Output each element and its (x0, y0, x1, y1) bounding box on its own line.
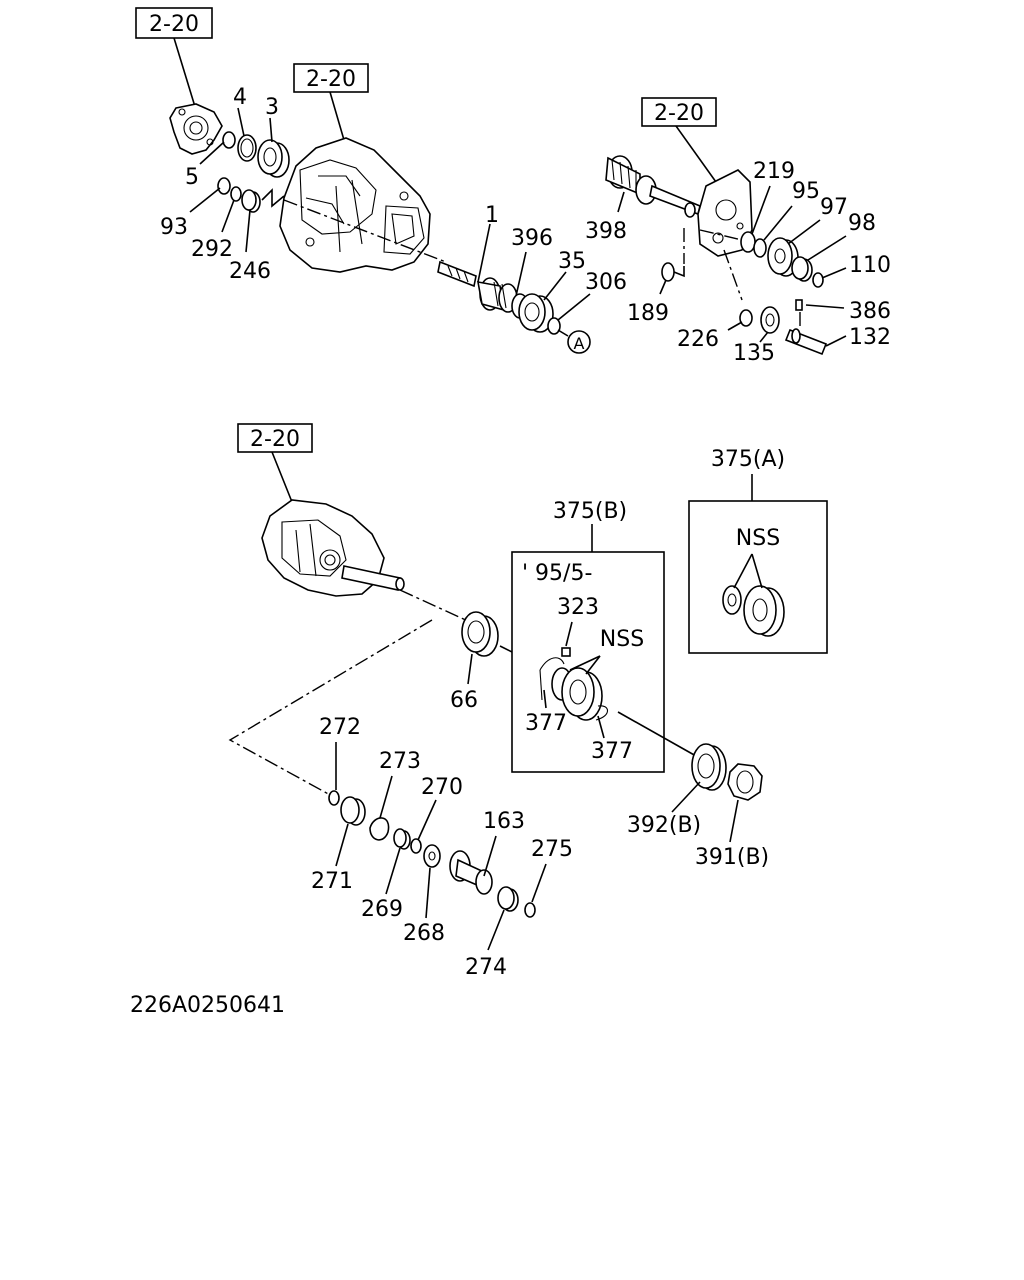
part-label-97: 97 (820, 195, 848, 220)
bearing-98-icon (791, 256, 813, 282)
callout-a-circle[interactable]: A (567, 330, 591, 354)
svg-text:2-20: 2-20 (306, 67, 356, 92)
part-label-219: 219 (753, 159, 795, 184)
part-label-386: 386 (849, 299, 891, 324)
part-label-274: 274 (465, 955, 507, 980)
part-label-269: 269 (361, 897, 403, 922)
part-label-3: 3 (265, 95, 279, 120)
part-label-375b: 375(B) (553, 499, 627, 524)
part-label-306: 306 (585, 270, 627, 295)
part-label-93: 93 (160, 215, 188, 240)
intermediate-plate-icon (697, 169, 753, 257)
snap-ring-273-icon (369, 817, 390, 841)
part-label-375a: 375(A) (711, 447, 785, 472)
bearing-271-icon (340, 796, 366, 826)
part-label-135: 135 (733, 341, 775, 366)
ring-275-icon (524, 902, 536, 918)
ring-110-icon (812, 272, 824, 288)
shaft-132-icon (784, 328, 828, 356)
synchronizer-assembly-icon (539, 647, 609, 721)
gear-163-icon (449, 850, 493, 895)
gear-66-icon (461, 611, 499, 657)
part-label-110: 110 (849, 253, 891, 278)
ring-270-icon (410, 838, 422, 854)
washer-268-icon (423, 844, 441, 868)
transmission-housing-top-icon (279, 137, 431, 273)
part-label-292: 292 (191, 237, 233, 262)
ref-box-bottom[interactable]: 2-20 (237, 423, 313, 453)
part-label-377-right: 377 (591, 739, 633, 764)
ring-272-icon (328, 790, 340, 806)
bearing-35-icon (518, 293, 554, 333)
ring-292-icon (230, 186, 242, 202)
snap-ring-5-icon (222, 131, 236, 149)
part-95-icon (753, 238, 767, 258)
nss-label-375b: NSS (600, 627, 644, 652)
seal-392b-icon (691, 743, 727, 791)
part-label-226: 226 (677, 327, 719, 352)
snap-ring-306-icon (547, 317, 561, 335)
part-label-132: 132 (849, 325, 891, 350)
part-label-268: 268 (403, 921, 445, 946)
bearing-3-icon (257, 139, 290, 178)
part-label-98: 98 (848, 211, 876, 236)
pin-386-icon (795, 299, 803, 311)
part-label-66: 66 (450, 688, 478, 713)
bearing-274-icon (497, 886, 519, 912)
part-label-392b: 392(B) (627, 813, 701, 838)
ring-93-icon (217, 177, 231, 195)
main-shaft-1-icon (437, 260, 518, 313)
cover-plate-icon (169, 103, 223, 155)
kit-375a-parts-icon (722, 585, 785, 637)
part-label-377-left: 377 (525, 711, 567, 736)
bearing-219-icon (740, 231, 756, 253)
nut-391b-icon (727, 763, 763, 801)
part-label-246: 246 (229, 259, 271, 284)
part-label-275: 275 (531, 837, 573, 862)
part-label-396: 396 (511, 226, 553, 251)
part-label-35: 35 (558, 249, 586, 274)
svg-text:2-20: 2-20 (654, 101, 704, 126)
part-label-323: 323 (557, 595, 599, 620)
figure-code: 226A0250641 (130, 993, 285, 1018)
part-label-270: 270 (421, 775, 463, 800)
washer-226-icon (739, 309, 753, 327)
part-label-95: 95 (792, 179, 820, 204)
part-label-4: 4 (233, 85, 247, 110)
part-label-163: 163 (483, 809, 525, 834)
gear-135-icon (760, 306, 780, 334)
nss-label-375a: NSS (736, 526, 780, 551)
part-label-273: 273 (379, 749, 421, 774)
part-label-5: 5 (185, 165, 199, 190)
counter-shaft-398-icon (605, 155, 701, 218)
bearing-269-icon (393, 828, 411, 850)
svg-text:2-20: 2-20 (250, 427, 300, 452)
date-note: ' 95/5- (522, 561, 592, 586)
svg-text:A: A (574, 334, 585, 353)
part-label-391b: 391(B) (695, 845, 769, 870)
ring-189-icon (661, 262, 675, 282)
part-label-398: 398 (585, 219, 627, 244)
ref-box-top-left[interactable]: 2-20 (135, 7, 213, 39)
ref-box-housing-top[interactable]: 2-20 (293, 63, 369, 93)
part-label-271: 271 (311, 869, 353, 894)
part-label-189: 189 (627, 301, 669, 326)
bearing-246-icon (241, 189, 261, 213)
ref-box-top-right[interactable]: 2-20 (641, 97, 717, 127)
part-label-1: 1 (485, 203, 499, 228)
transmission-housing-bottom-icon (261, 499, 405, 597)
part-label-272: 272 (319, 715, 361, 740)
ref-box-label: 2-20 (149, 12, 199, 37)
